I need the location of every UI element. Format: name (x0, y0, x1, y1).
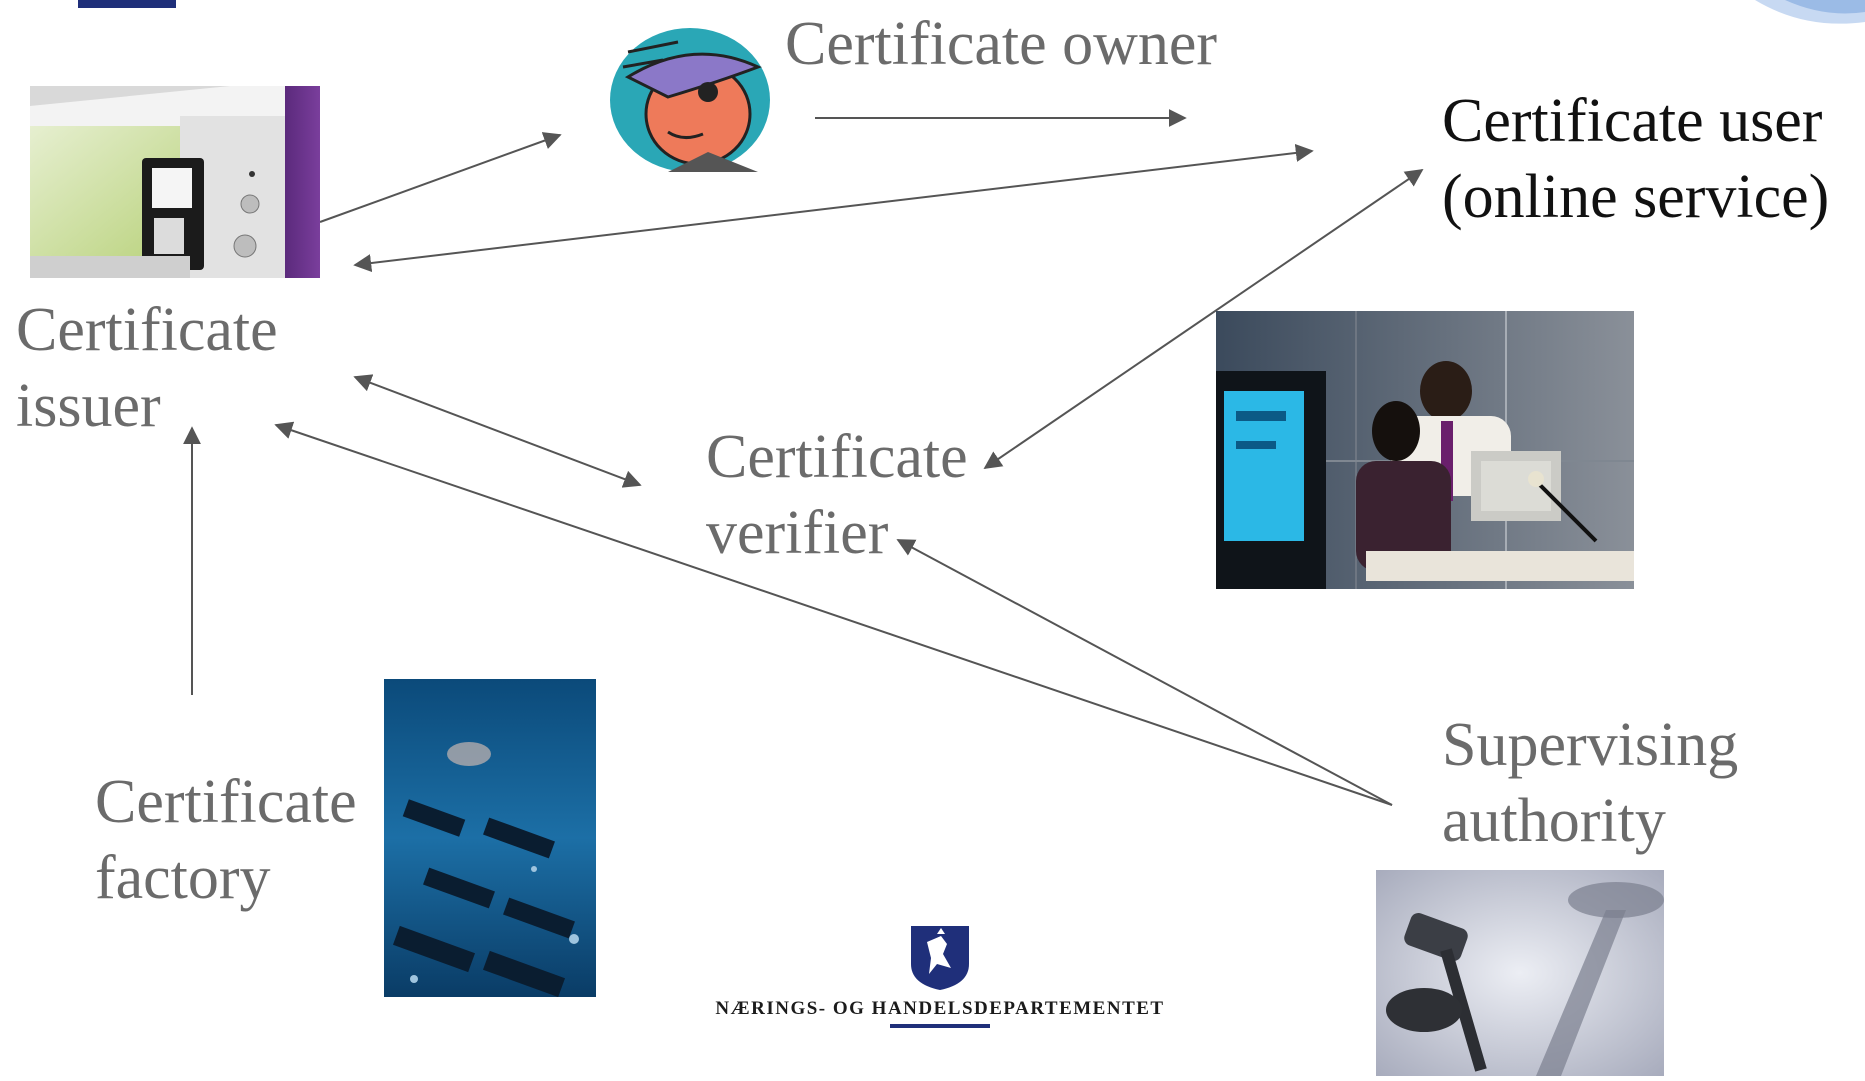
verifier-label-line2: verifier (706, 499, 889, 567)
printer-icon (30, 86, 320, 278)
verifier-label-line1: Certificate (706, 423, 968, 491)
office-workers-photo (1216, 311, 1634, 589)
node-certificate-verifier: Certificate verifier (706, 419, 968, 571)
cartoon-face-icon (608, 22, 773, 172)
ministry-logo: NÆRINGS- OG HANDELSDEPARTEMENTET (700, 920, 1180, 1040)
issuer-label-line2: issuer (16, 372, 161, 440)
issuer-label-line1: Certificate (16, 296, 278, 364)
owner-label: Certificate owner (785, 10, 1218, 78)
arrow-authority-to-issuer (274, 421, 1393, 806)
user-label-line2: (online service) (1442, 163, 1830, 231)
user-label-line1: Certificate user (1442, 87, 1823, 155)
brand-swoosh (1755, 0, 1865, 24)
brand-bar (78, 0, 176, 8)
node-supervising-authority: Supervising authority (1442, 707, 1738, 859)
factory-label-line1: Certificate (95, 768, 357, 836)
coat-of-arms-icon (911, 926, 969, 990)
arrow-issuer-to-owner (319, 132, 562, 223)
ministry-name: NÆRINGS- OG HANDELSDEPARTEMENTET (715, 998, 1165, 1019)
node-certificate-user: Certificate user (online service) (1442, 83, 1829, 235)
authority-label-line1: Supervising (1442, 711, 1739, 779)
logo-underline (890, 1024, 990, 1028)
arrow-authority-to-verifier (896, 539, 1393, 806)
factory-label-line2: factory (95, 844, 271, 912)
authority-label-line2: authority (1442, 787, 1666, 855)
circuit-board-photo (384, 679, 596, 997)
arrow-issuer-user (353, 143, 1314, 273)
arrow-issuer-verifier (353, 374, 642, 488)
node-certificate-owner: Certificate owner (785, 6, 1217, 82)
gavel-photo (1376, 870, 1664, 1076)
arrow-verifier-user (983, 168, 1424, 470)
node-certificate-factory: Certificate factory (95, 764, 357, 916)
node-certificate-issuer: Certificate issuer (16, 292, 278, 444)
